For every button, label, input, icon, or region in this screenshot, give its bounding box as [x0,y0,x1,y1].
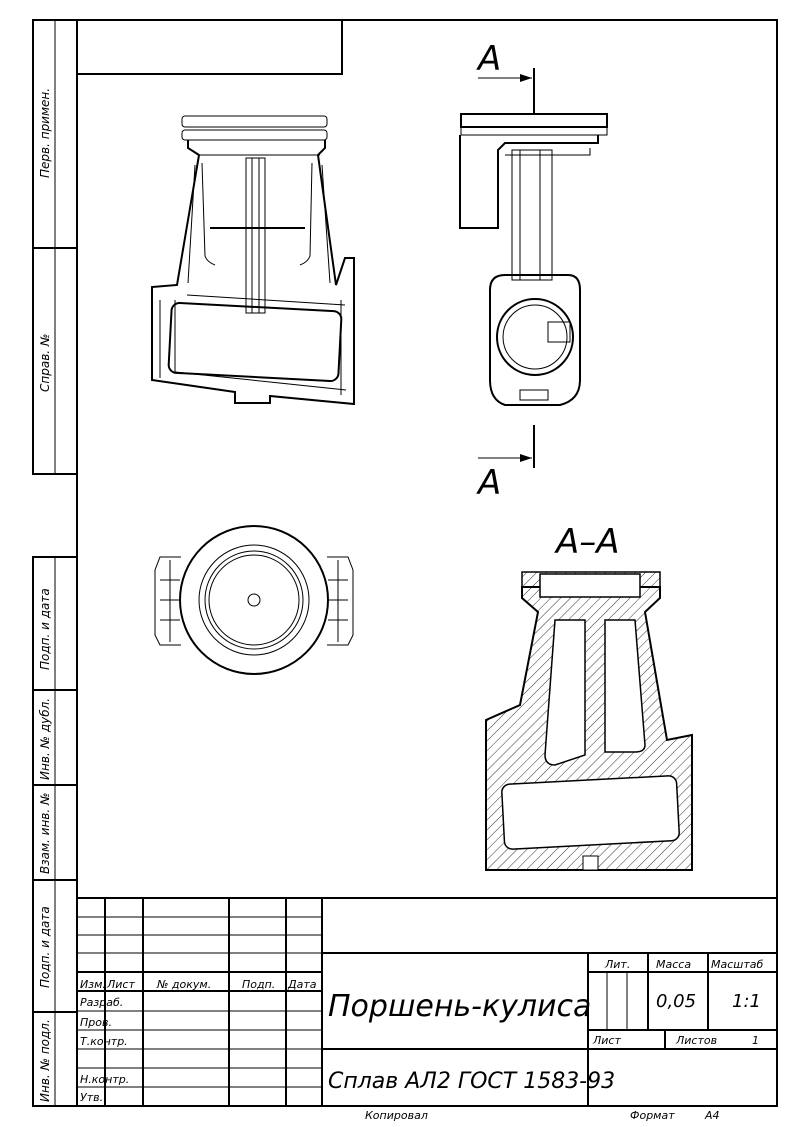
side-label-inv-no-podl: Инв. № подл. [38,1019,52,1102]
left-margin-block-top [32,19,78,475]
material: Сплав АЛ2 ГОСТ 1583-93 [328,1069,615,1094]
side-label-perv-primen: Перв. примен. [38,88,52,178]
side-label-podp-i-data-1: Подп. и дата [38,588,52,670]
tb-mass-label: Масса [656,958,691,971]
tb-scale-label: Масштаб [711,958,763,971]
tb-nkontr: Н.контр. [80,1073,129,1086]
tb-tkontr: Т.контр. [80,1035,128,1048]
section-view [485,571,693,871]
front-view [151,115,355,406]
tb-scale-value: 1:1 [732,991,761,1012]
tb-prov: Пров. [80,1016,112,1029]
tb-lit-label: Лит. [604,958,630,971]
tb-col-doc: № докум. [156,978,211,991]
tb-sheets-label: Листов [675,1034,717,1047]
top-left-stamp-box [76,19,343,75]
drawing-frame [76,19,778,1107]
format-label: Формат [630,1109,675,1122]
format-value: A4 [704,1109,720,1122]
section-marker-top: A [476,39,501,79]
tb-razrab: Разраб. [80,996,123,1009]
tb-col-list: Лист [106,978,135,991]
side-label-inv-no-dubl: Инв. № дубл. [38,698,52,780]
tb-utv: Утв. [80,1091,103,1104]
section-arrows [478,74,532,462]
side-label-sprav-no: Справ. № [38,334,52,392]
side-label-vzam-inv-no: Взам. инв. № [38,793,52,874]
tb-col-podp: Подп. [242,978,275,991]
tb-sheets-value: 1 [752,1034,759,1047]
side-label-podp-i-data-2: Подп. и дата [38,906,52,988]
tb-col-izm: Изм. [80,978,106,991]
part-name: Поршень-кулиса [328,989,591,1024]
tb-col-data: Дата [287,978,317,991]
top-view [154,525,354,675]
side-view [459,68,608,468]
section-marker-bottom: A [476,463,501,503]
section-title: A–A [554,522,620,562]
copied-label: Копировал [365,1109,428,1122]
left-margin-block-bottom [32,556,78,1107]
tb-sheet-label: Лист [592,1034,621,1047]
title-block-lines [77,897,777,1106]
tb-mass-value: 0,05 [656,991,696,1012]
